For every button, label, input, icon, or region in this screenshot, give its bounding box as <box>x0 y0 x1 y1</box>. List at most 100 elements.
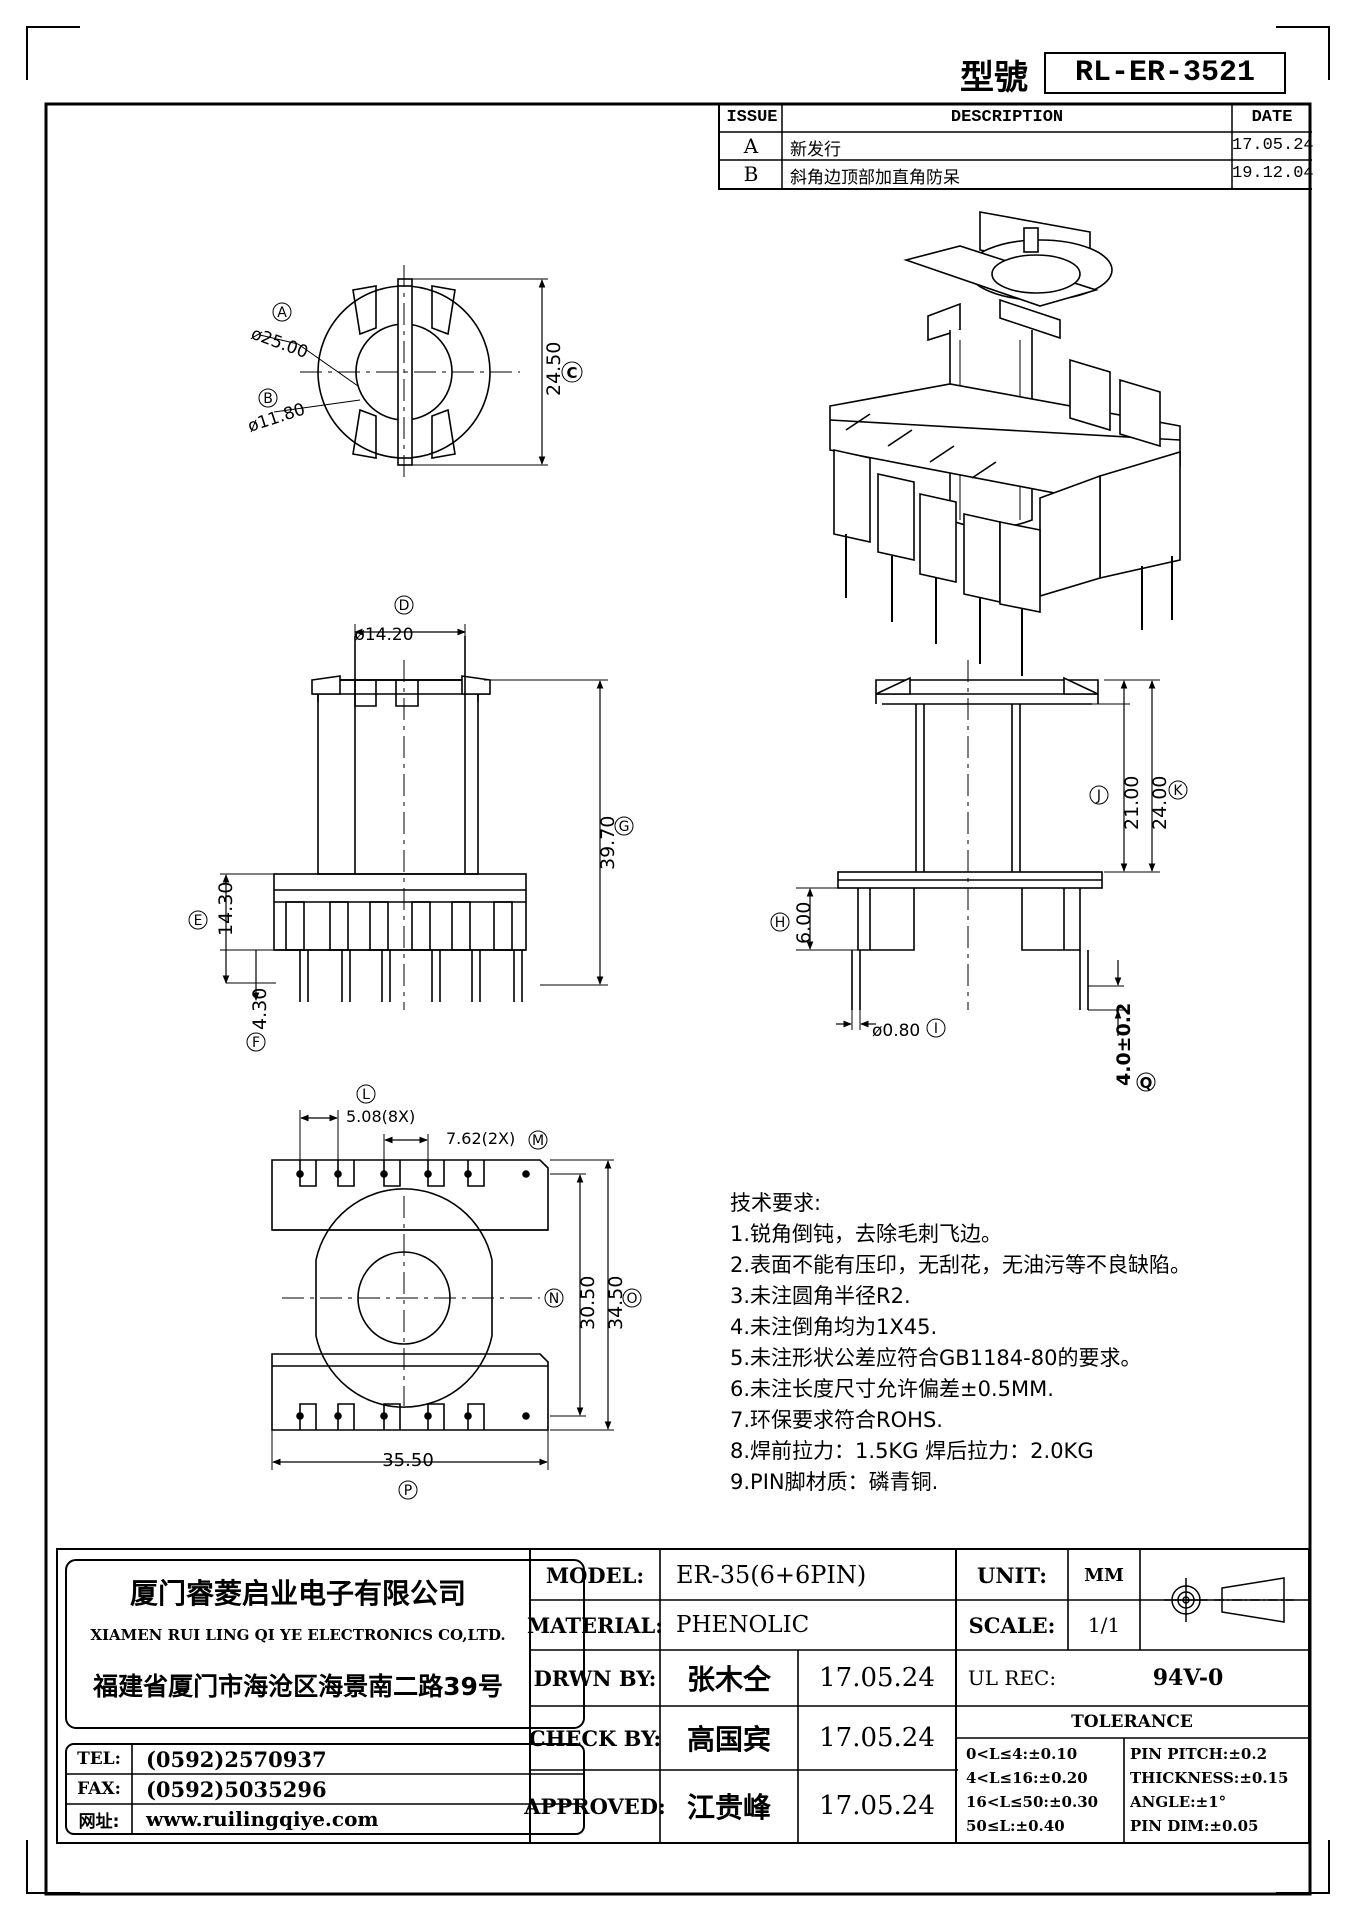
revision-table-grid <box>720 104 1312 188</box>
revision-date: 19.12.04 <box>1232 164 1314 183</box>
front-view-dim-d: ø14.20 <box>354 625 413 645</box>
front-view-dim-e: 14.30 <box>215 882 237 936</box>
fax-label: FAX: <box>77 1779 121 1799</box>
front-view-label-F: F <box>252 1035 260 1051</box>
model-header: 型號 RL-ER-3521 <box>960 48 1320 98</box>
bottom-view-label-M: M <box>532 1133 544 1149</box>
model-header-label: 型號 <box>960 58 1028 98</box>
side-view-label-J: J <box>1096 788 1101 804</box>
title-block-grid <box>65 1550 1308 1842</box>
projection-symbol <box>1164 1577 1294 1623</box>
approved-name: 江贵峰 <box>686 1791 771 1824</box>
top-view-dim-b: ø11.80 <box>245 399 307 436</box>
revision-header-date: DATE <box>1251 108 1293 127</box>
tolerance-title: TOLERANCE <box>1071 1712 1193 1732</box>
drawn-by-name: 张木仝 <box>686 1663 771 1696</box>
revision-table: ISSUE DESCRIPTION DATE A 新发行 17.05.24 B … <box>718 104 1314 190</box>
check-by-label: CHECK BY: <box>528 1725 662 1751</box>
tolerance-item: ANGLE:±1° <box>1130 1793 1227 1811</box>
model-label: MODEL: <box>545 1562 645 1588</box>
side-view-dim-k: 24.00 <box>1149 776 1171 830</box>
revision-header-issue: ISSUE <box>726 108 778 127</box>
technical-notes: 技术要求: 1.锐角倒钝，去除毛刺飞边。 2.表面不能有压印，无刮花，无油污等不… <box>730 1188 1290 1498</box>
bottom-view-label-P: P <box>404 1483 412 1499</box>
tel-label: TEL: <box>77 1749 121 1769</box>
side-view-label-H: H <box>775 915 786 931</box>
side-view <box>770 660 1188 1092</box>
fax-value: (0592)5035296 <box>146 1776 327 1802</box>
bottom-view-dim-n: 30.50 <box>577 1276 599 1330</box>
top-view <box>258 265 583 480</box>
top-view-label-A: A <box>277 305 287 321</box>
tolerance-item: 0<L≤4:±0.10 <box>966 1745 1078 1763</box>
front-view-dim-g: 39.70 <box>597 816 619 870</box>
bottom-view-dim-l: 5.08(8X) <box>346 1107 415 1126</box>
ul-label: UL REC: <box>967 1666 1057 1690</box>
technical-note: 6.未注长度尺寸允许偏差±0.5MM. <box>730 1377 1054 1401</box>
company-name-cn: 厦门睿菱启业电子有限公司 <box>129 1577 466 1610</box>
top-view-dim-a: ø25.00 <box>248 324 310 363</box>
bottom-view-label-N: N <box>549 1291 559 1307</box>
bottom-view-label-O: O <box>626 1291 637 1307</box>
bottom-view-dim-p: 35.50 <box>382 1450 434 1471</box>
top-view-dim-c: 24.50 <box>543 342 565 396</box>
technical-note: 4.未注倒角均为1X45. <box>730 1315 938 1339</box>
drawn-by-label: DRWN BY: <box>533 1665 657 1691</box>
technical-note: 5.未注形状公差应符合GB1184-80的要求。 <box>730 1346 1142 1370</box>
check-by-date: 17.05.24 <box>819 1723 935 1753</box>
scale-label: SCALE: <box>968 1612 1056 1638</box>
side-view-label-K: K <box>1173 783 1183 799</box>
company-name-en: XIAMEN RUI LING QI YE ELECTRONICS CO,LTD… <box>90 1626 506 1644</box>
bottom-view-label-L: L <box>362 1087 370 1103</box>
approved-label: APPROVED: <box>524 1793 666 1819</box>
side-view-dim-h: 6.00 <box>793 902 815 944</box>
title-block: 厦门睿菱启业电子有限公司 XIAMEN RUI LING QI YE ELECT… <box>56 1548 1310 1844</box>
tolerance-item: 50≤L:±0.40 <box>966 1817 1065 1835</box>
technical-note: 1.锐角倒钝，去除毛刺飞边。 <box>730 1222 1003 1246</box>
approved-date: 17.05.24 <box>819 1791 935 1821</box>
drawn-by-date: 17.05.24 <box>819 1663 935 1693</box>
side-view-label-I: I <box>934 1021 938 1037</box>
unit-label: UNIT: <box>977 1562 1047 1588</box>
front-view-label-G: G <box>619 819 630 835</box>
model-header-value: RL-ER-3521 <box>1044 52 1286 94</box>
tolerance-item: 16<L≤50:±0.30 <box>966 1793 1099 1811</box>
front-view-label-D: D <box>399 598 410 614</box>
revision-row: A 新发行 17.05.24 <box>720 132 1314 160</box>
scale-value: 1/1 <box>1087 1613 1121 1637</box>
revision-issue: A <box>743 134 759 158</box>
company-address: 福建省厦门市海沧区海景南二路39号 <box>93 1672 503 1701</box>
bottom-view <box>271 1084 642 1500</box>
web-value: www.ruilingqiye.com <box>146 1807 379 1831</box>
revision-issue: B <box>743 162 759 186</box>
material-value: PHENOLIC <box>676 1612 810 1638</box>
revision-date: 17.05.24 <box>1232 136 1314 155</box>
technical-note: 8.焊前拉力：1.5KG 焊后拉力：2.0KG <box>730 1439 1094 1463</box>
tolerance-item: THICKNESS:±0.15 <box>1130 1769 1289 1787</box>
front-view <box>188 595 634 1052</box>
tolerance-item: PIN DIM:±0.05 <box>1130 1817 1259 1835</box>
unit-value: MM <box>1084 1564 1124 1586</box>
bottom-view-dim-o: 34.50 <box>605 1276 627 1330</box>
material-label: MATERIAL: <box>526 1612 664 1638</box>
tolerance-item: 4<L≤16:±0.20 <box>966 1769 1088 1787</box>
technical-note: 3.未注圆角半径R2. <box>730 1284 911 1308</box>
front-view-label-E: E <box>194 913 203 929</box>
revision-description: 新发行 <box>790 140 841 160</box>
tolerance-right: PIN PITCH:±0.2 THICKNESS:±0.15 ANGLE:±1°… <box>1130 1742 1306 1838</box>
tolerance-left: 0<L≤4:±0.10 4<L≤16:±0.20 16<L≤50:±0.30 5… <box>966 1742 1122 1838</box>
side-view-dim-j: 21.00 <box>1121 776 1143 830</box>
side-view-dim-q: 4.0±0.2 <box>1113 1003 1135 1086</box>
technical-note: 2.表面不能有压印，无刮花，无油污等不良缺陷。 <box>730 1253 1192 1277</box>
tel-value: (0592)2570937 <box>146 1746 327 1772</box>
tolerance-item: PIN PITCH:±0.2 <box>1130 1745 1267 1763</box>
technical-notes-title: 技术要求: <box>730 1191 822 1215</box>
side-view-dim-i: ø0.80 <box>872 1021 920 1041</box>
check-by-name: 高国宾 <box>686 1723 771 1756</box>
model-value: ER-35(6+6PIN) <box>676 1561 867 1589</box>
side-view-label-Q: Q <box>1140 1074 1153 1092</box>
top-view-label-C: C <box>566 364 577 382</box>
bottom-view-dim-m: 7.62(2X) <box>446 1129 515 1148</box>
